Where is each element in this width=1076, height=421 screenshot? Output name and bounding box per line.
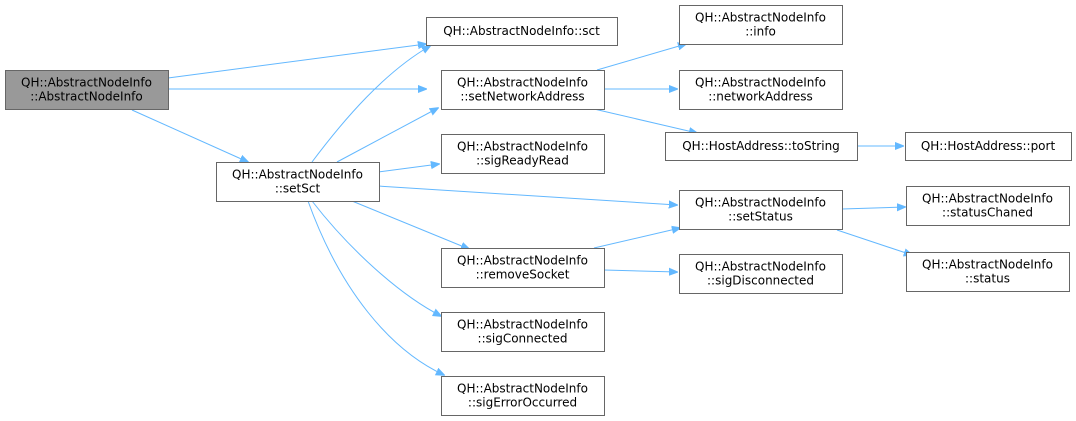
edge-root-to-sct bbox=[167, 44, 426, 79]
node-box bbox=[441, 248, 605, 288]
edge-removeSocket-to-setStatus bbox=[593, 228, 680, 249]
node-status-chaned[interactable]: QH::AbstractNodeInfo::statusChaned bbox=[906, 186, 1070, 226]
node-box bbox=[441, 134, 605, 174]
edge-setSct-to-sct bbox=[311, 46, 430, 163]
edge-root-to-setSct bbox=[131, 109, 248, 162]
edges-layer bbox=[131, 44, 912, 375]
node-info[interactable]: QH::AbstractNodeInfo::info bbox=[679, 5, 843, 45]
node-box bbox=[905, 132, 1072, 161]
node-set-network-address[interactable]: QH::AbstractNodeInfo::setNetworkAddress bbox=[441, 70, 605, 110]
node-box bbox=[679, 190, 843, 230]
node-label-line: ::networkAddress bbox=[708, 90, 813, 104]
node-label-line: QH::HostAddress::port bbox=[921, 139, 1056, 153]
node-label-line: ::statusChaned bbox=[942, 206, 1033, 220]
edge-setSct-to-removeSocket bbox=[351, 200, 469, 249]
node-label-line: QH::AbstractNodeInfo bbox=[232, 168, 363, 182]
node-box bbox=[679, 5, 843, 45]
node-box bbox=[665, 132, 858, 161]
node-box bbox=[441, 376, 605, 416]
node-label-line: ::sigReadyRead bbox=[476, 154, 569, 168]
node-box bbox=[441, 312, 605, 352]
node-label-line: QH::AbstractNodeInfo bbox=[457, 382, 588, 396]
edge-setSct-to-setStatus bbox=[377, 185, 677, 205]
node-box bbox=[426, 17, 618, 46]
node-sct[interactable]: QH::AbstractNodeInfo::sct bbox=[426, 17, 618, 46]
edge-setNetworkAddress-to-info bbox=[596, 44, 686, 71]
node-label-line: QH::AbstractNodeInfo bbox=[457, 140, 588, 154]
node-box bbox=[679, 254, 843, 294]
node-box bbox=[906, 186, 1070, 226]
edge-setStatus-to-statusChaned bbox=[841, 207, 905, 209]
nodes-layer: QH::AbstractNodeInfo::AbstractNodeInfo Q… bbox=[5, 5, 1072, 416]
node-box bbox=[441, 70, 605, 110]
node-label-line: QH::AbstractNodeInfo bbox=[21, 76, 152, 90]
node-host-address-port[interactable]: QH::HostAddress::port bbox=[905, 132, 1072, 161]
node-label-line: QH::HostAddress::toString bbox=[682, 139, 840, 153]
edge-setSct-to-setNetworkAddress bbox=[336, 108, 438, 163]
node-label-line: ::sigErrorOccurred bbox=[468, 396, 577, 410]
node-label-line: ::sigConnected bbox=[478, 332, 568, 346]
node-set-status[interactable]: QH::AbstractNodeInfo::setStatus bbox=[679, 190, 843, 230]
edge-setSct-to-sigErrorOccurred bbox=[307, 200, 444, 375]
node-box bbox=[906, 252, 1070, 292]
node-label-line: QH::AbstractNodeInfo bbox=[457, 318, 588, 332]
node-abstract-node-info-ctor[interactable]: QH::AbstractNodeInfo::AbstractNodeInfo bbox=[5, 70, 169, 110]
node-label-line: ::sigDisconnected bbox=[707, 274, 814, 288]
node-label-line: QH::AbstractNodeInfo::sct bbox=[443, 24, 600, 38]
node-box bbox=[679, 70, 843, 110]
node-label-line: QH::AbstractNodeInfo bbox=[695, 11, 826, 25]
node-label-line: QH::AbstractNodeInfo bbox=[922, 258, 1053, 272]
node-label-line: ::setStatus bbox=[728, 210, 793, 224]
node-remove-socket[interactable]: QH::AbstractNodeInfo::removeSocket bbox=[441, 248, 605, 288]
node-box bbox=[216, 162, 380, 202]
node-label-line: ::status bbox=[965, 272, 1010, 286]
node-set-sct[interactable]: QH::AbstractNodeInfo::setSct bbox=[216, 162, 380, 202]
node-sig-connected[interactable]: QH::AbstractNodeInfo::sigConnected bbox=[441, 312, 605, 352]
node-host-address-to-string[interactable]: QH::HostAddress::toString bbox=[665, 132, 858, 161]
node-label-line: QH::AbstractNodeInfo bbox=[457, 76, 588, 90]
node-network-address[interactable]: QH::AbstractNodeInfo::networkAddress bbox=[679, 70, 843, 110]
edge-setStatus-to-status bbox=[836, 229, 912, 255]
node-status[interactable]: QH::AbstractNodeInfo::status bbox=[906, 252, 1070, 292]
node-sig-error-occurred[interactable]: QH::AbstractNodeInfo::sigErrorOccurred bbox=[441, 376, 605, 416]
node-label-line: ::removeSocket bbox=[476, 268, 570, 282]
node-sig-disconnected[interactable]: QH::AbstractNodeInfo::sigDisconnected bbox=[679, 254, 843, 294]
edge-setSct-to-sigReadyRead bbox=[377, 164, 439, 173]
node-label-line: ::setSct bbox=[275, 182, 321, 196]
node-box bbox=[5, 70, 169, 110]
edge-setNetworkAddress-to-toString bbox=[593, 108, 697, 133]
node-label-line: QH::AbstractNodeInfo bbox=[457, 254, 588, 268]
node-label-line: ::setNetworkAddress bbox=[460, 90, 584, 104]
node-label-line: QH::AbstractNodeInfo bbox=[695, 260, 826, 274]
edge-removeSocket-to-sigDisconnected bbox=[603, 270, 677, 272]
node-label-line: ::info bbox=[745, 25, 776, 39]
node-label-line: QH::AbstractNodeInfo bbox=[695, 196, 826, 210]
node-label-line: QH::AbstractNodeInfo bbox=[922, 192, 1053, 206]
node-label-line: ::AbstractNodeInfo bbox=[30, 90, 143, 104]
node-label-line: QH::AbstractNodeInfo bbox=[695, 76, 826, 90]
edge-setSct-to-sigConnected bbox=[311, 200, 441, 316]
node-sig-ready-read[interactable]: QH::AbstractNodeInfo::sigReadyRead bbox=[441, 134, 605, 174]
